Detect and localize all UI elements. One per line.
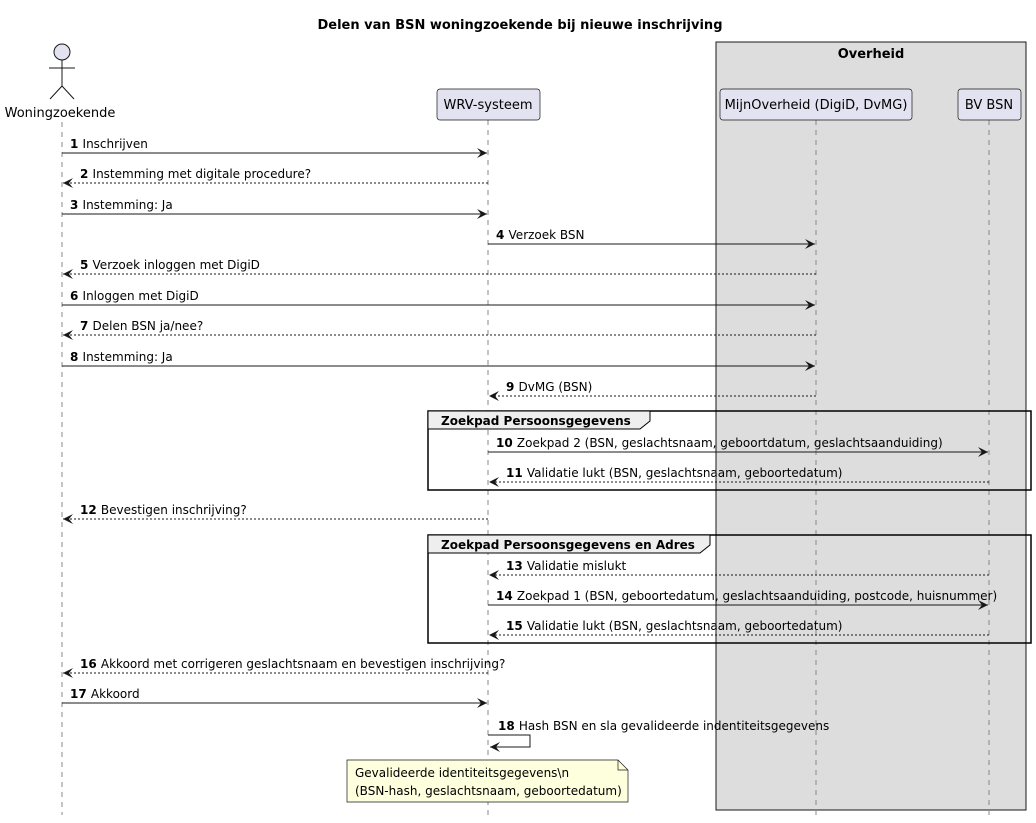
message-label: 16 Akkoord met corrigeren geslachtsnaam …	[80, 657, 505, 671]
message-7: 7 Delen BSN ja/nee?	[63, 319, 816, 340]
message-number: 8	[70, 350, 83, 364]
group-zoekpad-persoonsgegevens: Zoekpad Persoonsgegevens	[427, 410, 1032, 491]
message-label: 15 Validatie lukt (BSN, geslachtsnaam, g…	[506, 619, 842, 633]
diagram-title: Delen van BSN woningzoekende bij nieuwe …	[317, 18, 722, 33]
message-number: 13	[506, 559, 527, 573]
participant-label: BV BSN	[965, 98, 1013, 113]
message-text: Instemming: Ja	[83, 198, 173, 212]
message-label: 8 Instemming: Ja	[70, 350, 173, 364]
actor-head-icon	[53, 43, 71, 61]
message-number: 10	[496, 436, 517, 450]
message-14: 14 Zoekpad 1 (BSN, geboortedatum, geslac…	[488, 589, 997, 610]
message-text: Inloggen met DigiD	[83, 289, 199, 303]
group-title: Zoekpad Persoonsgegevens	[441, 414, 631, 428]
message-label: 13 Validatie mislukt	[506, 559, 627, 573]
message-label: 5 Verzoek inloggen met DigiD	[80, 258, 260, 272]
message-number: 18	[498, 719, 519, 733]
message-number: 12	[80, 503, 101, 517]
group-zoekpad-persoonsgegevens-en-adres: Zoekpad Persoonsgegevens en Adres	[427, 534, 1032, 644]
participant-mijnoverheid: MijnOverheid (DigiD, DvMG)	[719, 88, 913, 121]
message-number: 15	[506, 619, 527, 633]
message-18: 18 Hash BSN en sla gevalideerde indentit…	[488, 719, 829, 752]
message-text: Instemming met digitale procedure?	[93, 167, 312, 181]
message-label: 12 Bevestigen inschrijving?	[80, 503, 247, 517]
actor-label: Woningzoekende	[5, 106, 116, 121]
message-1: 1 Inschrijven	[62, 137, 487, 158]
message-text: Verzoek BSN	[509, 228, 585, 242]
message-text: Validatie mislukt	[527, 559, 627, 573]
message-16: 16 Akkoord met corrigeren geslachtsnaam …	[63, 657, 505, 678]
message-label: 6 Inloggen met DigiD	[70, 289, 199, 303]
message-label: 2 Instemming met digitale procedure?	[80, 167, 311, 181]
message-label: 7 Delen BSN ja/nee?	[80, 319, 203, 333]
message-number: 2	[80, 167, 93, 181]
message-label: 9 DvMG (BSN)	[506, 380, 592, 394]
message-text: Akkoord	[91, 687, 140, 701]
message-text: Delen BSN ja/nee?	[93, 319, 204, 333]
message-5: 5 Verzoek inloggen met DigiD	[63, 258, 816, 279]
message-text: Zoekpad 2 (BSN, geslachtsnaam, geboortda…	[517, 436, 943, 450]
message-number: 1	[70, 137, 83, 151]
message-number: 7	[80, 319, 93, 333]
message-9: 9 DvMG (BSN)	[489, 380, 816, 401]
note: Gevalideerde identiteitsgegevens\n (BSN-…	[346, 759, 629, 803]
message-label: 17 Akkoord	[70, 687, 140, 701]
message-8: 8 Instemming: Ja	[62, 350, 815, 371]
message-11: 11 Validatie lukt (BSN, geslachtsnaam, g…	[489, 466, 989, 487]
message-number: 9	[506, 380, 519, 394]
message-12: 12 Bevestigen inschrijving?	[63, 503, 488, 524]
message-number: 5	[80, 258, 93, 272]
message-number: 3	[70, 198, 83, 212]
message-number: 16	[80, 657, 101, 671]
note-line: Gevalideerde identiteitsgegevens\n	[355, 766, 569, 780]
message-2: 2 Instemming met digitale procedure?	[63, 167, 488, 188]
message-10: 10 Zoekpad 2 (BSN, geslachtsnaam, geboor…	[488, 436, 988, 457]
message-number: 17	[70, 687, 91, 701]
message-text: Bevestigen inschrijving?	[101, 503, 247, 517]
message-text: Verzoek inloggen met DigiD	[93, 258, 260, 272]
message-text: Instemming: Ja	[83, 350, 173, 364]
message-number: 6	[70, 289, 83, 303]
message-15: 15 Validatie lukt (BSN, geslachtsnaam, g…	[489, 619, 989, 640]
message-arrow	[488, 734, 531, 752]
message-17: 17 Akkoord	[62, 687, 487, 708]
message-text: Akkoord met corrigeren geslachtsnaam en …	[101, 657, 505, 671]
message-label: 14 Zoekpad 1 (BSN, geboortedatum, geslac…	[496, 589, 997, 603]
message-text: Inschrijven	[83, 137, 148, 151]
participant-label: MijnOverheid (DigiD, DvMG)	[725, 98, 908, 113]
message-text: Validatie lukt (BSN, geslachtsnaam, gebo…	[527, 619, 843, 633]
message-13: 13 Validatie mislukt	[489, 559, 989, 580]
participant-label: WRV-systeem	[444, 98, 533, 113]
group-title: Zoekpad Persoonsgegevens en Adres	[441, 538, 695, 552]
message-label: 1 Inschrijven	[70, 137, 148, 151]
message-number: 4	[496, 228, 509, 242]
message-label: 4 Verzoek BSN	[496, 228, 585, 242]
message-3: 3 Instemming: Ja	[62, 198, 487, 219]
note-line: (BSN-hash, geslachtsnaam, geboortedatum)	[355, 784, 622, 798]
participant-wrv: WRV-systeem	[436, 88, 541, 121]
box-label: Overheid	[838, 47, 905, 62]
messages: 1 Inschrijven 2 Instemming met digitale p…	[62, 137, 997, 752]
message-label: 10 Zoekpad 2 (BSN, geslachtsnaam, geboor…	[496, 436, 943, 450]
message-label: 11 Validatie lukt (BSN, geslachtsnaam, g…	[506, 466, 842, 480]
message-6: 6 Inloggen met DigiD	[62, 289, 815, 310]
actor-woningzoekende: Woningzoekende	[5, 43, 116, 121]
message-label: 18 Hash BSN en sla gevalideerde indentit…	[498, 719, 829, 733]
message-4: 4 Verzoek BSN	[488, 228, 815, 249]
message-text: DvMG (BSN)	[519, 380, 593, 394]
participant-bv-bsn: BV BSN	[957, 88, 1022, 121]
message-text: Validatie lukt (BSN, geslachtsnaam, gebo…	[527, 466, 843, 480]
message-number: 11	[506, 466, 527, 480]
overheid-box: Overheid	[715, 41, 1027, 811]
message-text: Zoekpad 1 (BSN, geboortedatum, geslachts…	[517, 589, 997, 603]
message-number: 14	[496, 589, 517, 603]
message-text: Hash BSN en sla gevalideerde indentiteit…	[519, 719, 829, 733]
message-label: 3 Instemming: Ja	[70, 198, 173, 212]
